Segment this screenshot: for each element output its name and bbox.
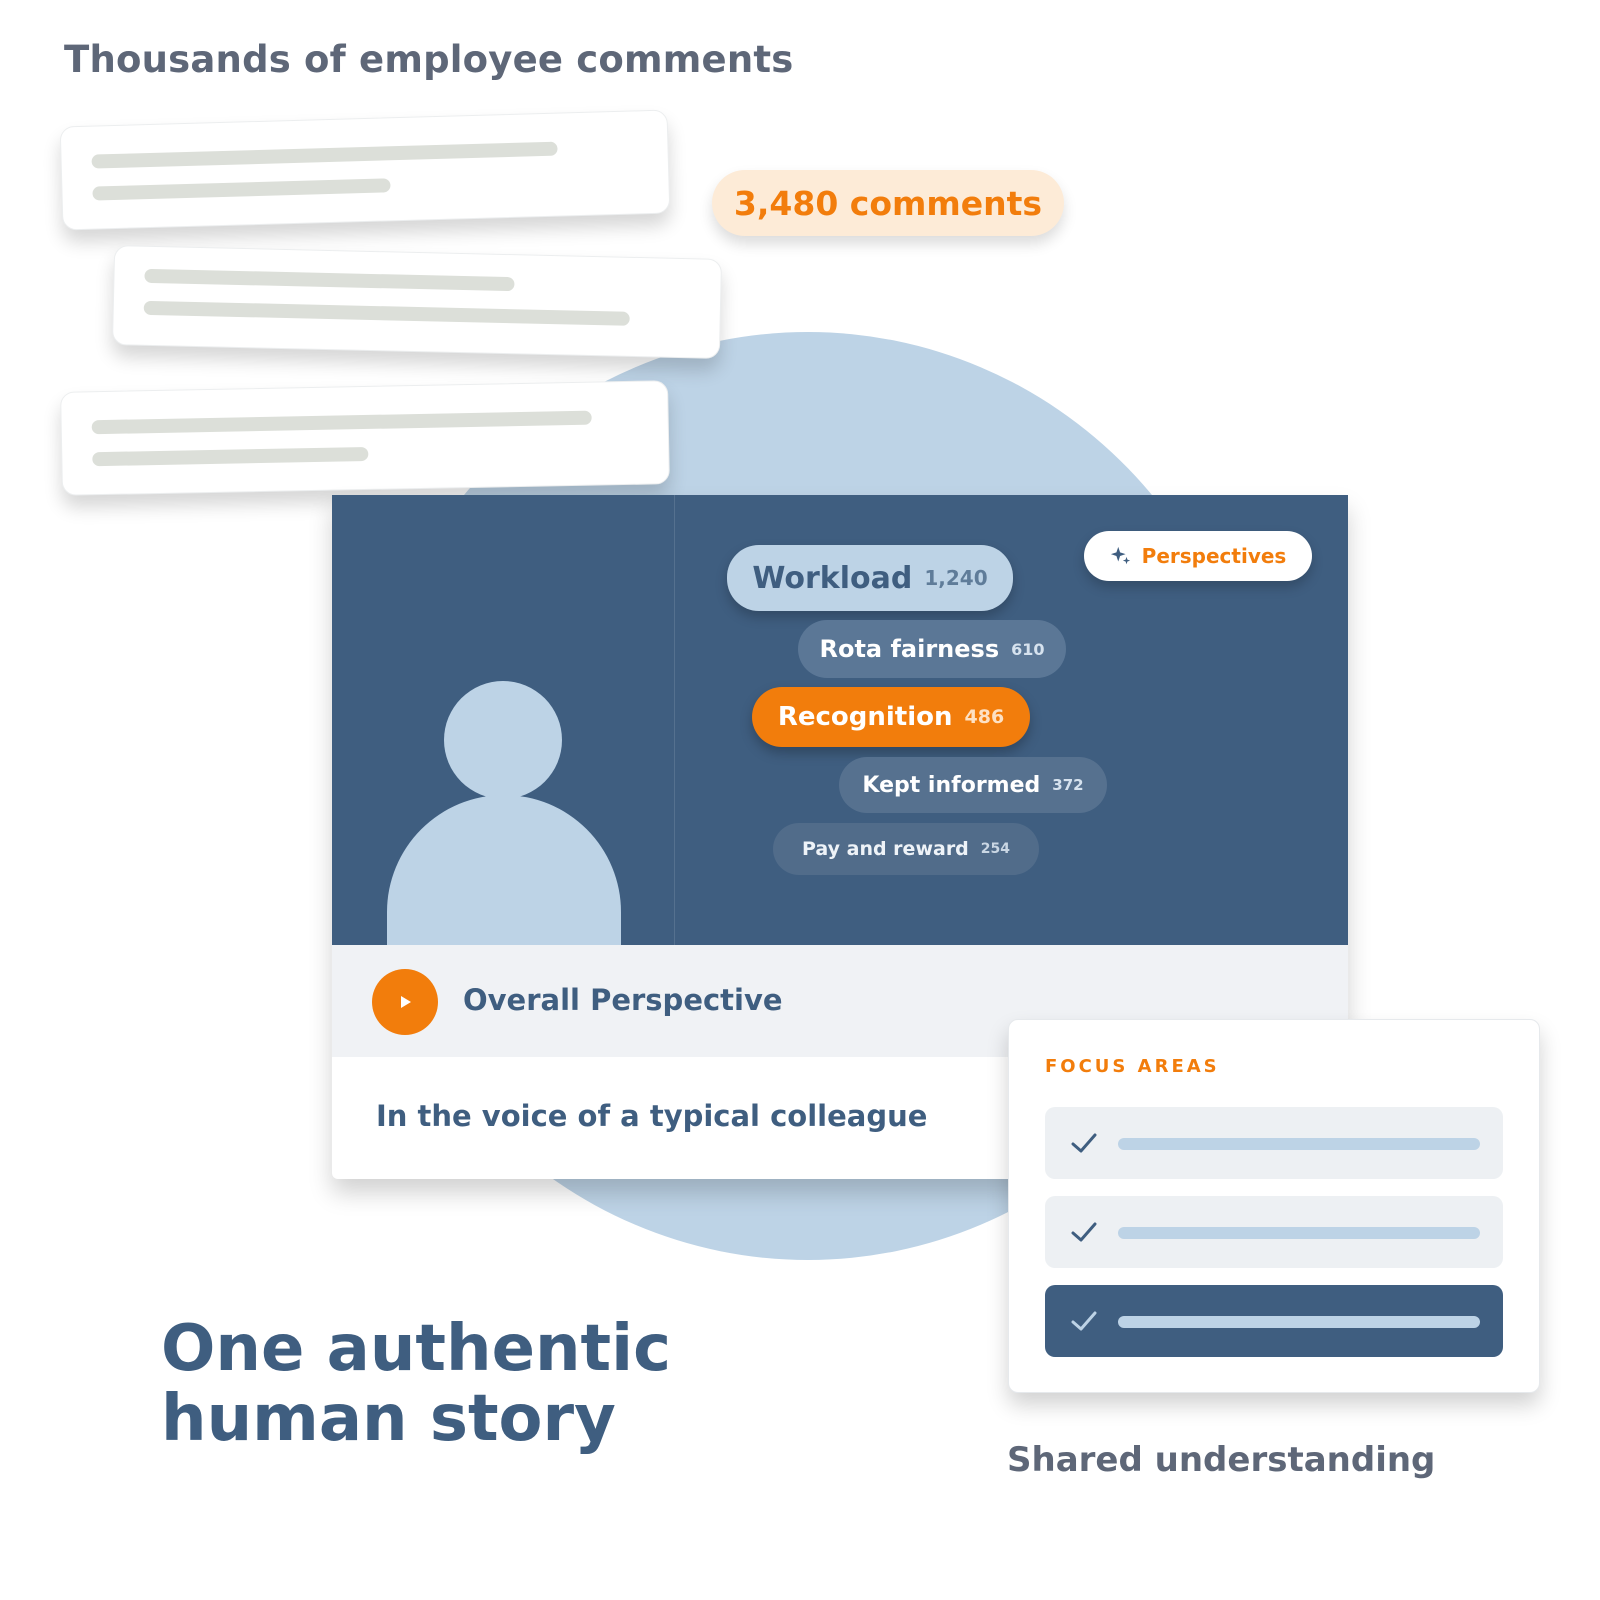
focus-areas-card: FOCUS AREAS	[1008, 1019, 1540, 1393]
avatar-head	[444, 681, 562, 799]
shared-understanding-label: Shared understanding	[1007, 1440, 1436, 1480]
perspectives-button[interactable]: Perspectives	[1084, 531, 1312, 581]
placeholder-line	[91, 141, 558, 169]
placeholder-line	[1118, 1316, 1480, 1328]
topic-label: Pay and reward	[801, 838, 969, 860]
comment-count-badge: 3,480 comments	[712, 170, 1064, 236]
perspective-media: Perspectives Workload 1,240 Rota fairnes…	[332, 495, 1348, 945]
focus-area-item[interactable]	[1045, 1196, 1503, 1268]
avatar-body	[387, 795, 621, 945]
topic-kept-informed[interactable]: Kept informed 372	[839, 757, 1107, 813]
top-heading: Thousands of employee comments	[64, 38, 794, 81]
focus-area-item-selected[interactable]	[1045, 1285, 1503, 1357]
placeholder-line	[1118, 1227, 1480, 1239]
comment-card	[60, 380, 670, 496]
topic-label: Recognition	[777, 702, 953, 732]
focus-areas-title: FOCUS AREAS	[1045, 1056, 1220, 1077]
focus-area-item[interactable]	[1045, 1107, 1503, 1179]
placeholder-line	[144, 268, 515, 292]
placeholder-line	[92, 446, 369, 467]
comment-card	[59, 109, 671, 231]
comment-card	[111, 245, 723, 359]
story-heading: One authentic human story	[161, 1312, 671, 1457]
voice-description: In the voice of a typical colleague	[376, 1099, 928, 1133]
placeholder-line	[1118, 1138, 1480, 1150]
topic-label: Rota fairness	[819, 635, 1000, 663]
check-icon	[1071, 1133, 1097, 1153]
check-icon	[1071, 1222, 1097, 1242]
topic-rota-fairness[interactable]: Rota fairness 610	[798, 620, 1066, 678]
placeholder-line	[91, 410, 592, 435]
topic-count: 1,240	[924, 566, 988, 590]
topic-workload[interactable]: Workload 1,240	[727, 545, 1013, 611]
media-divider	[674, 495, 675, 945]
topic-recognition[interactable]: Recognition 486	[752, 687, 1030, 747]
topic-count: 254	[980, 841, 1011, 857]
perspectives-label: Perspectives	[1141, 544, 1287, 568]
topic-count: 372	[1052, 776, 1084, 794]
placeholder-line	[92, 178, 391, 201]
topic-count: 486	[964, 706, 1005, 728]
media-caption-title: Overall Perspective	[463, 983, 783, 1017]
topic-pay-and-reward[interactable]: Pay and reward 254	[773, 823, 1039, 875]
topic-label: Kept informed	[862, 772, 1041, 798]
perspective-card: Perspectives Workload 1,240 Rota fairnes…	[332, 495, 1348, 1179]
topic-label: Workload	[752, 560, 913, 596]
placeholder-line	[143, 300, 630, 326]
check-icon	[1071, 1311, 1097, 1331]
sparkle-icon	[1110, 546, 1130, 565]
play-button[interactable]	[372, 969, 438, 1035]
topic-count: 610	[1011, 639, 1045, 659]
play-icon	[401, 996, 411, 1008]
